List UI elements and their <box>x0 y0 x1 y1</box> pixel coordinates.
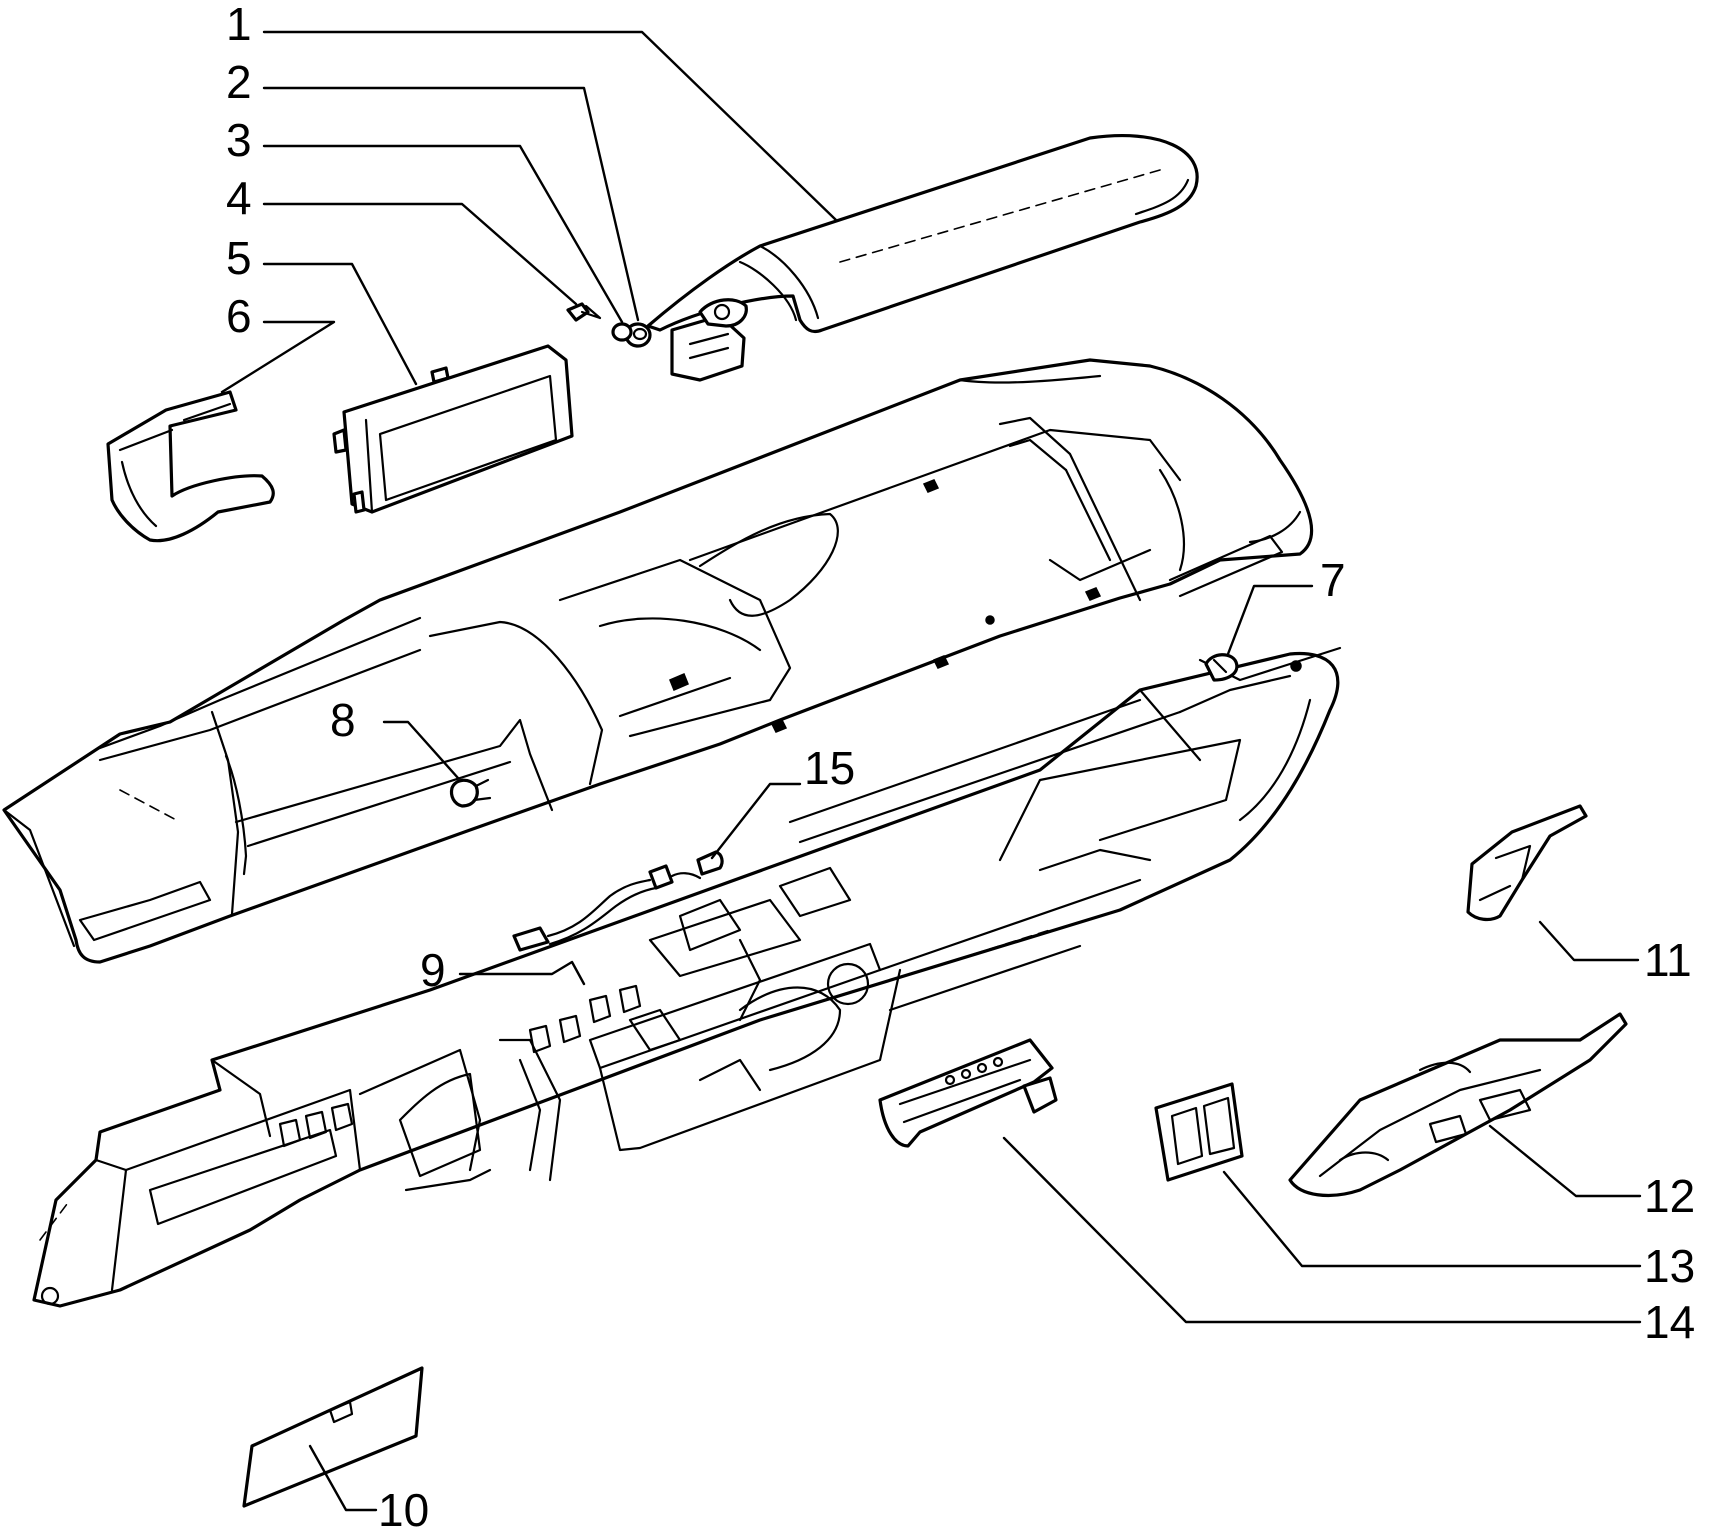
leader-14 <box>1002 1136 1642 1324</box>
callout-15: 15 <box>804 742 855 794</box>
main-upper-dashboard-body <box>2 358 1314 964</box>
leader-6 <box>220 320 336 394</box>
leader-12 <box>1488 1124 1642 1198</box>
callout-6: 6 <box>226 290 252 342</box>
leader-5 <box>262 262 418 386</box>
part-3-washer <box>611 322 633 342</box>
callout-1: 1 <box>226 0 252 50</box>
leader-11 <box>1538 920 1640 962</box>
callout-labels: 1 2 3 4 5 6 7 8 9 10 11 12 13 14 15 <box>226 0 1695 1534</box>
callout-10: 10 <box>378 1484 429 1534</box>
callout-14: 14 <box>1644 1296 1695 1348</box>
main-lower-dashboard-body <box>32 615 1342 1308</box>
leader-9 <box>458 960 586 986</box>
leader-1 <box>262 30 838 222</box>
part-6-steering-column-shroud <box>106 390 275 543</box>
callout-11: 11 <box>1644 934 1692 986</box>
part-9-wiring-harness <box>512 864 702 952</box>
leader-8 <box>382 720 460 780</box>
callout-12: 12 <box>1644 1170 1695 1222</box>
part-14-heater-control-panel <box>878 1038 1058 1148</box>
part-13-switch-module <box>1154 1082 1244 1182</box>
leader-4 <box>262 202 578 306</box>
part-8-connector <box>449 778 492 808</box>
callout-5: 5 <box>226 232 252 284</box>
leader-3 <box>262 144 624 324</box>
callout-3: 3 <box>226 114 252 166</box>
leader-2 <box>262 86 640 322</box>
part-7-clip <box>1204 653 1239 682</box>
callout-8: 8 <box>330 694 356 746</box>
callout-4: 4 <box>226 172 252 224</box>
leader-15 <box>710 782 802 860</box>
leader-13 <box>1222 1170 1642 1268</box>
leader-lines <box>220 30 1642 1512</box>
part-15-lamp-bulb <box>696 850 724 876</box>
leader-10 <box>308 1444 378 1512</box>
callout-7: 7 <box>1320 554 1346 606</box>
part-12-storage-tray <box>1288 1012 1628 1198</box>
part-11-bracket <box>1466 804 1588 922</box>
callout-9: 9 <box>420 944 446 996</box>
part-1-upper-dashboard-cover <box>646 133 1199 382</box>
part-4-screw <box>566 302 602 322</box>
callout-13: 13 <box>1644 1240 1695 1292</box>
part-10-lower-trim-panel <box>242 1366 424 1508</box>
leader-7 <box>1226 584 1314 656</box>
part-5-instrument-bezel <box>332 344 574 514</box>
callout-2: 2 <box>226 56 252 108</box>
